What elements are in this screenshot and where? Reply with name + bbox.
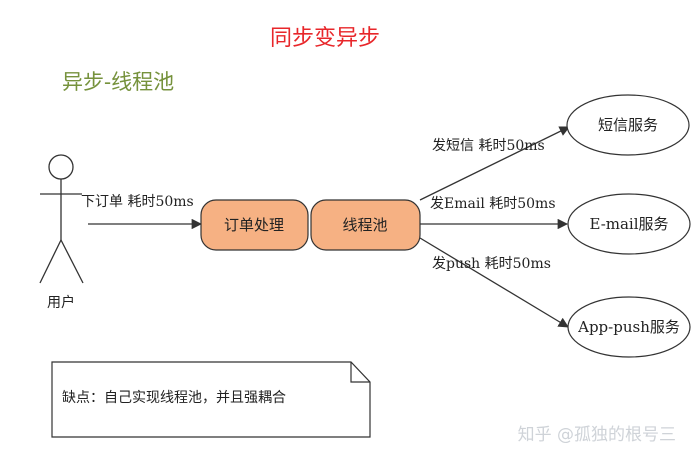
user-actor-label: 用户 xyxy=(47,294,75,311)
email-arrow-label: 发Email 耗时50ms xyxy=(430,196,556,212)
user-actor-icon xyxy=(39,154,84,284)
sms-service-ellipse xyxy=(566,94,690,156)
order-processing-label: 订单处理 xyxy=(224,216,284,234)
push-arrow xyxy=(419,237,569,328)
sms-arrow-label: 发短信 耗时50ms xyxy=(432,138,545,154)
thread-pool-box xyxy=(310,199,421,251)
order-arrow-label: 下订单 耗时50ms xyxy=(81,194,194,210)
diagram-title: 同步变异步 xyxy=(270,26,380,51)
diagram-subtitle: 异步-线程池 xyxy=(62,70,174,94)
sms-arrow xyxy=(419,126,570,201)
note-text: 缺点：自己实现线程池，并且强耦合 xyxy=(62,390,286,406)
push-arrow-label: 发push 耗时50ms xyxy=(432,256,551,272)
email-service-ellipse xyxy=(567,193,691,255)
watermark: 知乎 @孤独的根号三 xyxy=(518,425,676,445)
order-processing-box xyxy=(200,199,309,251)
note-box xyxy=(51,361,371,438)
push-service-ellipse xyxy=(567,296,691,358)
push-service-label: App-push服务 xyxy=(577,318,680,336)
sms-service-label: 短信服务 xyxy=(598,116,658,134)
email-service-label: E-mail服务 xyxy=(589,215,668,233)
thread-pool-label: 线程池 xyxy=(342,216,387,234)
